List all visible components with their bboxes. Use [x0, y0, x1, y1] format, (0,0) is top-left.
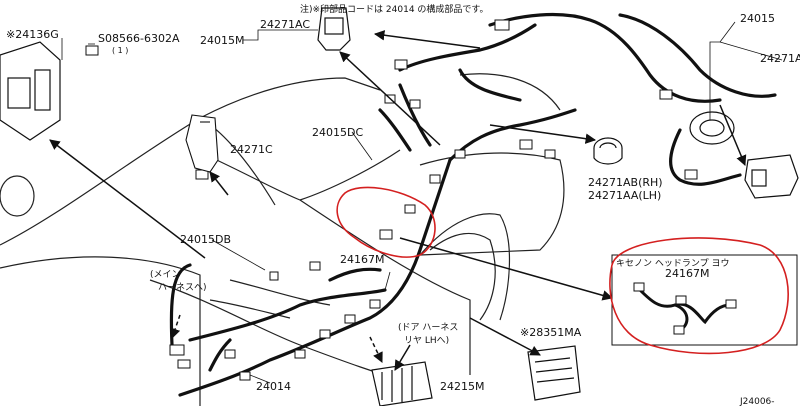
label-24271aa: 24271AA(LH)	[588, 189, 661, 202]
component-bracket-24136g	[0, 41, 61, 141]
component-clip-24271ac	[317, 7, 351, 51]
label-08566-6302a: S08566-6302A	[98, 32, 180, 45]
car-body-outline	[0, 73, 565, 406]
detail-box-title: キセノン ヘッドランプ ヨウ	[616, 258, 729, 269]
component-grommet-24271a	[689, 111, 735, 145]
callout-door-harness-line1: (ドア ハーネス	[398, 322, 458, 333]
component-protector-24271c	[185, 114, 219, 173]
callout-main-harness-line2: ハーネスへ)	[158, 282, 207, 293]
label-28351ma: ※28351MA	[520, 326, 582, 339]
leader-arrows	[49, 30, 747, 371]
component-box-24215m	[371, 361, 433, 406]
red-circle-detail-box	[609, 237, 789, 355]
label-24015: 24015	[740, 12, 775, 25]
component-grommet-24271ab	[593, 137, 623, 165]
detail-connector-3	[725, 299, 737, 309]
label-24167m-car: 24167M	[340, 253, 384, 266]
label-24271c: 24271C	[230, 143, 273, 156]
label-24136g: ※24136G	[6, 28, 59, 41]
detail-connector-1	[633, 282, 645, 292]
detail-connector-4	[673, 325, 685, 335]
wire-harness	[169, 12, 777, 397]
callout-door-harness-line2: リヤ LHへ)	[404, 336, 449, 346]
label-08566-qty: ( 1 )	[112, 46, 128, 55]
detail-harness-wire	[638, 288, 732, 325]
label-24167m-detail: 24167M	[665, 267, 709, 280]
label-24014: 24014	[256, 380, 291, 393]
detail-connector-2	[675, 295, 687, 305]
note-text: 注)※印部品コードは 24014 の構成部品です。	[300, 3, 489, 15]
label-24015dc: 24015DC	[312, 126, 363, 139]
label-24271ac: 24271AC	[260, 18, 310, 31]
label-24015m: 24015M	[200, 34, 244, 47]
red-annotation-marks	[336, 186, 789, 355]
label-24271ab: 24271AB(RH)	[588, 176, 663, 189]
label-24271a: 24271A	[760, 52, 800, 65]
label-24215m: 24215M	[440, 380, 484, 393]
footer-diagram-code: J24006-	[739, 397, 775, 406]
callout-main-harness-line1: (メイン	[150, 270, 181, 280]
label-24015db: 24015DB	[180, 233, 231, 246]
component-unit-28351ma	[527, 345, 581, 401]
detail-box-xenon-headlamp: キセノン ヘッドランプ ヨウ 24167M	[611, 254, 798, 346]
component-cover-24271a-lower	[744, 154, 799, 199]
red-circle-car-harness	[336, 186, 436, 258]
